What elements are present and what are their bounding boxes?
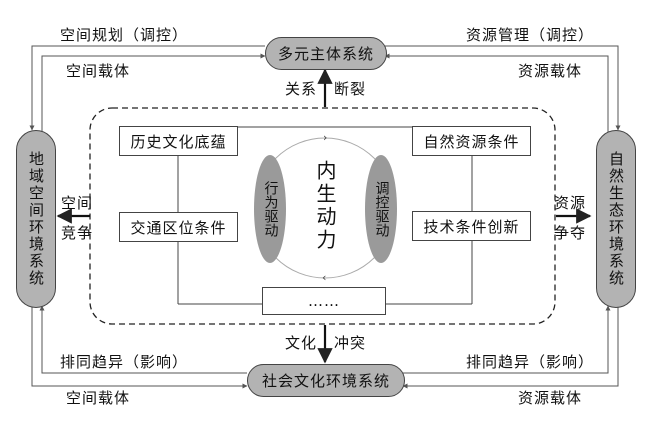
- label-relation: 关系: [285, 80, 318, 98]
- svg-text:›: ›: [323, 131, 327, 144]
- label-rupture: 断裂: [334, 80, 367, 98]
- loop-bottom-right-inner: [403, 305, 611, 374]
- label-exclusion-left: 排同趋异（影响）: [60, 353, 189, 371]
- label-space-carrier-top: 空间载体: [66, 62, 131, 80]
- node-natural-ecology: 自然生态环境系统: [596, 130, 636, 308]
- label-conflict: 冲突: [334, 334, 367, 352]
- label-culture: 文化: [285, 334, 318, 352]
- label-exclusion-right: 排同趋异（影响）: [466, 353, 595, 371]
- loop-top-left-inner: [41, 53, 266, 136]
- node-social-culture: 社会文化环境系统: [247, 364, 405, 397]
- ellipse-behavior-drive: 行为驱动: [254, 155, 286, 263]
- box-history-culture: 历史文化底蕴: [119, 126, 238, 156]
- label-contest: 争夺: [554, 224, 587, 242]
- box-more: ……: [262, 287, 386, 315]
- label-resource-carrier-top: 资源载体: [518, 62, 583, 80]
- svg-text:‹: ‹: [322, 271, 326, 284]
- label-resource-management: 资源管理（调控）: [466, 26, 595, 44]
- label-resource-carrier-bottom: 资源载体: [518, 389, 583, 407]
- loop-bottom-left-inner: [39, 305, 247, 374]
- label-space-planning: 空间规划（调控）: [60, 26, 189, 44]
- node-regional-space: 地域空间环境系统: [16, 130, 56, 308]
- box-tech-innovation: 技术条件创新: [412, 211, 531, 241]
- node-multi-subject: 多元主体系统: [265, 37, 387, 70]
- label-competition: 竞争: [61, 224, 94, 242]
- label-endogenous-power: 内生动力: [313, 160, 337, 252]
- ellipse-regulation-drive: 调控驱动: [365, 155, 397, 263]
- box-natural-resources: 自然资源条件: [412, 126, 531, 156]
- loop-bottom-right-outer: [402, 306, 619, 389]
- loop-bottom-left-outer: [31, 306, 248, 389]
- loop-top-right-inner: [384, 53, 609, 136]
- label-resource: 资源: [554, 194, 587, 212]
- label-space: 空间: [61, 194, 94, 212]
- loop-top-right-outer: [385, 45, 621, 131]
- box-traffic-location: 交通区位条件: [119, 212, 238, 242]
- loop-top-left-outer: [29, 45, 265, 131]
- label-space-carrier-bottom: 空间载体: [66, 389, 131, 407]
